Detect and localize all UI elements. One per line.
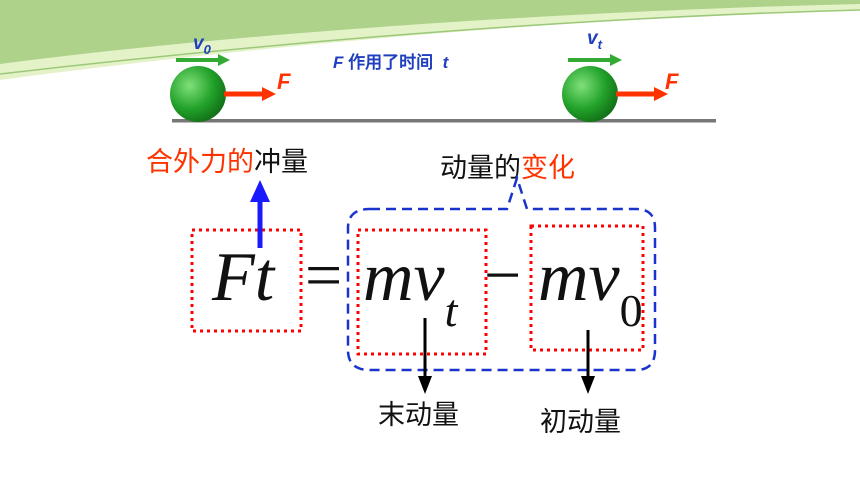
- formula-equals: =: [305, 239, 343, 312]
- decorative-banner: [0, 0, 860, 80]
- final-momentum-box: [356, 228, 488, 356]
- force-label-final: F: [665, 69, 679, 94]
- formula-final-term: mvt: [363, 239, 458, 336]
- momentum-change-label: 动量的变化: [440, 153, 575, 184]
- initial-momentum-arrowhead: [581, 376, 595, 394]
- initial-momentum-box: [529, 224, 645, 352]
- velocity-initial-label: v0: [193, 33, 211, 57]
- final-momentum-arrowhead: [418, 376, 432, 394]
- formula-lhs: Ft: [212, 239, 275, 316]
- banner-swoosh: [0, 0, 860, 64]
- force-arrowhead-final: [654, 87, 668, 101]
- final-state-figure: [562, 54, 668, 122]
- final-momentum-label: 末动量: [378, 400, 459, 431]
- impulse-arrowhead: [250, 180, 270, 202]
- motion-heading: F 作用了时间 t: [333, 53, 449, 72]
- formula-minus: −: [484, 239, 522, 312]
- velocity-final-label: vt: [587, 28, 602, 52]
- ball-final: [562, 66, 618, 122]
- formula-initial-term: mv0: [538, 239, 643, 336]
- force-arrowhead-initial: [262, 87, 276, 101]
- force-label-initial: F: [277, 69, 291, 94]
- initial-state-figure: [170, 54, 276, 122]
- velocity-arrowhead-initial: [218, 54, 230, 66]
- initial-momentum-label: 初动量: [540, 407, 621, 438]
- banner-stripe: [0, 9, 860, 75]
- ground-line: [172, 119, 716, 123]
- impulse-label: 合外力的冲量: [146, 147, 308, 178]
- velocity-arrowhead-final: [610, 54, 622, 66]
- ball-initial: [170, 66, 226, 122]
- change-callout-outline: [346, 173, 657, 372]
